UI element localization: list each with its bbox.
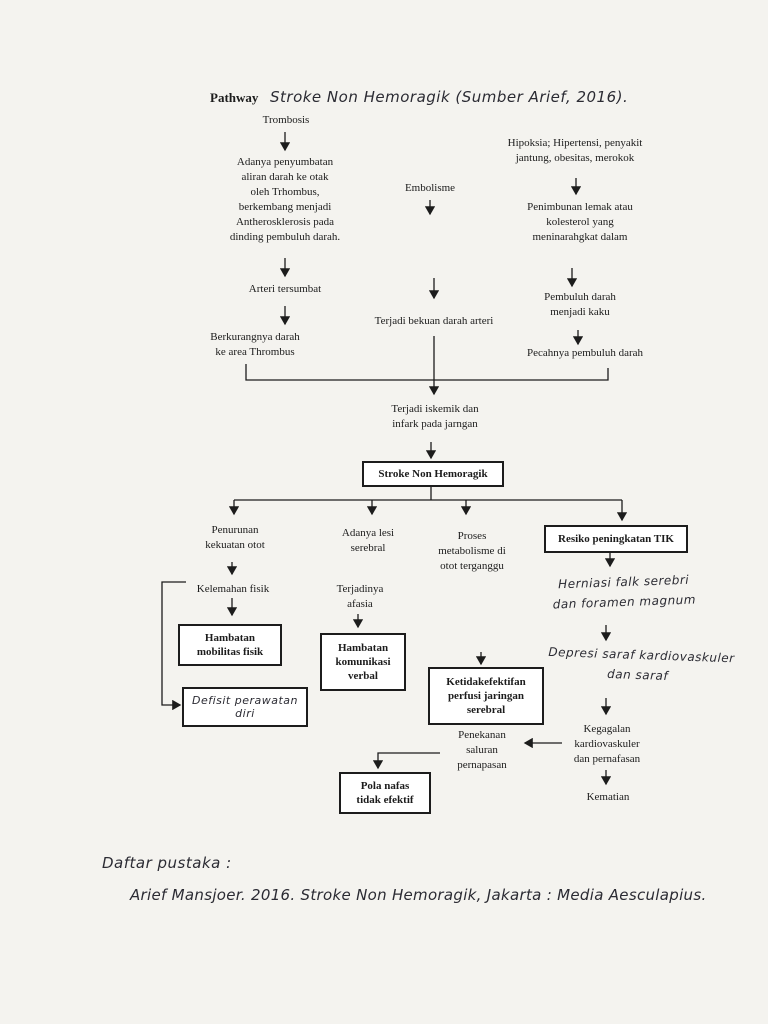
hipoksia-text: Hipoksia; Hipertensi, penyakit jantung, …	[507, 137, 643, 164]
penimbunan-text: Penimbunan lemak atau kolesterol yang me…	[527, 201, 633, 243]
afasia-text: Terjadinya afasia	[336, 583, 384, 610]
kaku-text: Pembuluh darah menjadi kaku	[544, 291, 616, 318]
reference-text: Arief Mansjoer. 2016. Stroke Non Hemorag…	[130, 886, 707, 904]
penyumbatan-line3: oleh Trhombus,	[250, 186, 320, 198]
kematian-label: Kematian	[586, 791, 630, 803]
kegagalan-text: Kegagalan kardiovaskuler dan pernafasan	[573, 723, 641, 765]
penyumbatan-text: Adanya penyumbatan aliran darah ke otak …	[229, 156, 341, 243]
trombosis-label: Trombosis	[262, 114, 310, 126]
lesi-text: Adanya lesi serebral	[341, 527, 395, 554]
depresi-text: Depresi saraf kardiovaskuler dan saraf	[548, 644, 735, 684]
kelemahan-label: Kelemahan fisik	[196, 583, 270, 595]
iskemik-text: Terjadi iskemik dan infark pada jarngan	[391, 403, 479, 430]
stroke-box: Stroke Non Hemoragik	[362, 461, 504, 487]
embolisme-label: Embolisme	[404, 182, 456, 194]
merge-bracket	[245, 364, 609, 381]
herniasi-text: Herniasi falk serebri dan foramen magnum	[552, 572, 697, 612]
pecahnya-label: Pecahnya pembuluh darah	[526, 347, 644, 359]
handwritten-title: Stroke Non Hemoragik (Sumber Arief, 2016…	[270, 88, 629, 106]
penurunan-text: Penurunan kekuatan otot	[205, 524, 265, 551]
penekanan-text: Penekanan saluran pernapasan	[457, 729, 507, 771]
arteri-tersumbat-label: Arteri tersumbat	[248, 283, 322, 295]
resiko-box: Resiko peningkatan TIK	[544, 525, 688, 553]
bekuan-label: Terjadi bekuan darah arteri	[374, 315, 494, 327]
berkurangnya-text: Berkurangnya darah ke area Thrombus	[210, 331, 300, 358]
loop-arrow	[161, 581, 186, 711]
daftar-pustaka-label: Daftar pustaka :	[102, 854, 232, 872]
proses-text: Proses metabolisme di otot terganggu	[438, 530, 506, 572]
pathway-label: Pathway	[210, 90, 259, 105]
